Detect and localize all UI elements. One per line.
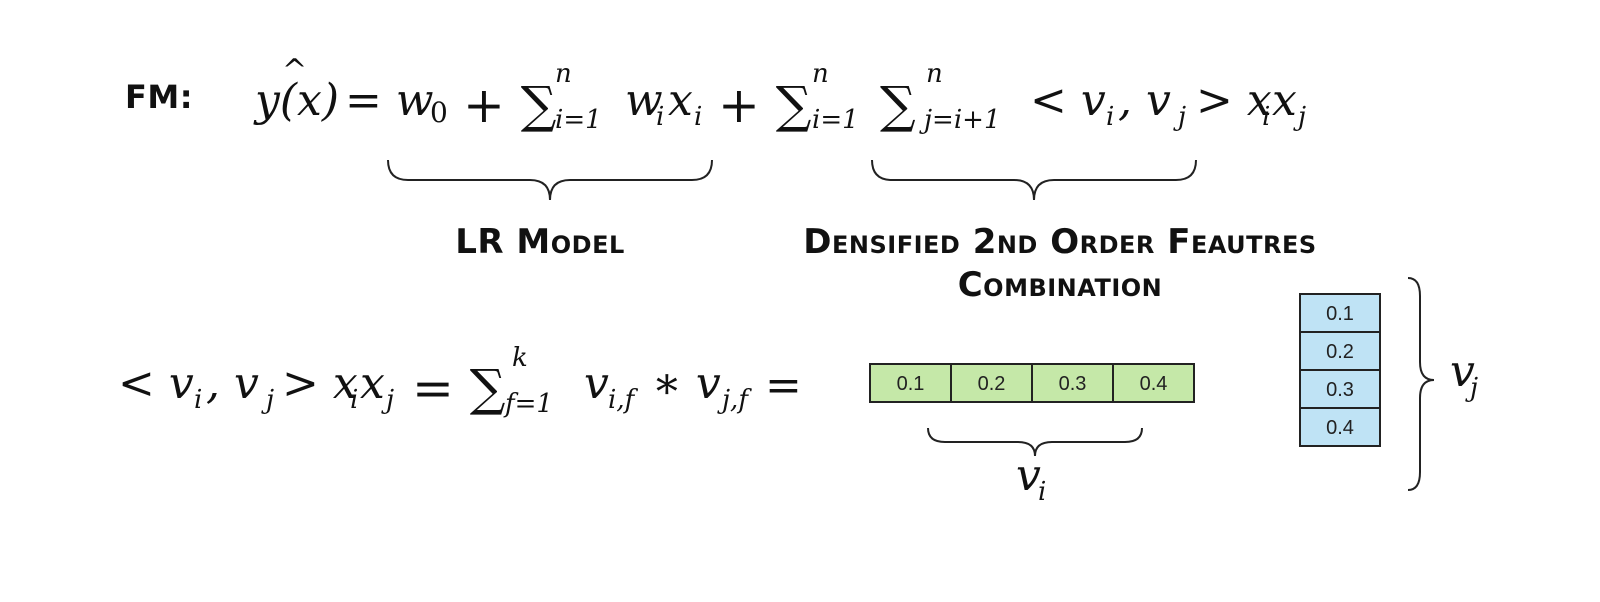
- plus-sum1: + ∑: [463, 76, 557, 134]
- ip-sum-sup: k: [512, 343, 528, 373]
- yhat: y(x): [253, 75, 339, 126]
- fm-label: FM:: [125, 78, 193, 116]
- vi-cell-value: 0.1: [897, 373, 925, 395]
- brace-densified-icon: [871, 159, 1197, 201]
- ip-open: < v: [118, 358, 194, 409]
- ip-eq2: =: [765, 360, 802, 411]
- term-x: x: [668, 75, 693, 126]
- ip-xi-sub: i: [350, 385, 358, 415]
- sum2-sup: n: [812, 59, 829, 89]
- vector-vj: 0.1 0.2 0.3 0.4: [1299, 293, 1381, 447]
- vj-cell-value: 0.2: [1326, 341, 1354, 363]
- vi-cell-value: 0.2: [978, 373, 1006, 395]
- vi-label: v: [1016, 450, 1041, 501]
- sum3-sub: j=i+1: [919, 105, 1001, 135]
- brace-vj-icon: [1407, 277, 1435, 491]
- brace-lr-icon: [387, 159, 713, 201]
- brace-vi-icon: [927, 427, 1143, 457]
- ip-eq-sum: = ∑: [412, 359, 506, 417]
- ip-comma: , v: [206, 358, 259, 409]
- vi-cell: [950, 363, 1033, 403]
- term-x-sub: i: [694, 102, 702, 132]
- inner-comma: , v: [1118, 75, 1171, 126]
- fm-formula: ^ y(x) = w 0 + ∑ n i=1 w i x i + ∑ n i=1…: [253, 53, 1306, 135]
- vi-label-sub: i: [1038, 477, 1046, 507]
- ip-v1: v: [584, 358, 609, 409]
- ip-xj: x: [360, 358, 385, 409]
- plus-sum2: + ∑: [718, 76, 812, 134]
- lr-model-label: LR Model: [455, 222, 625, 262]
- vj-label: v: [1450, 346, 1475, 397]
- vi-cell: [1112, 363, 1195, 403]
- ip-sum-sub: f=1: [503, 389, 553, 419]
- vj-cell-value: 0.4: [1326, 417, 1354, 439]
- xi-sub: i: [1262, 102, 1270, 132]
- hat-icon: ^: [282, 53, 307, 88]
- inner-vj-sub: j: [1173, 102, 1186, 132]
- ip-v1-sub: i,f: [608, 385, 639, 415]
- sum3: ∑: [880, 76, 916, 134]
- vj-cell: [1299, 407, 1381, 447]
- inner-close: > x: [1196, 75, 1272, 126]
- vj-cell: [1299, 331, 1381, 371]
- eq-w: = w: [345, 75, 434, 126]
- vj-cell: [1299, 369, 1381, 409]
- inner-open: < v: [1030, 75, 1106, 126]
- vector-vi: 0.1 0.2 0.3 0.4: [869, 363, 1195, 403]
- inner-product-formula: < v i , v j > x i x j = ∑ k f=1 v i,f ∗ …: [118, 343, 802, 419]
- densified-label-line2: Combination: [958, 265, 1163, 305]
- ip-close: > x: [282, 358, 358, 409]
- term-w: w: [625, 75, 663, 126]
- ip-star: ∗ v: [652, 358, 721, 409]
- sum1-sup: n: [555, 59, 572, 89]
- densified-label-line1: Densified 2nd Order Feautres: [803, 222, 1316, 262]
- sum2-sub: i=1: [812, 105, 859, 135]
- vi-cell-value: 0.4: [1140, 373, 1168, 395]
- ip-vj-sub: j: [261, 385, 274, 415]
- w-sub: 0: [430, 96, 448, 129]
- vi-cell-value: 0.3: [1059, 373, 1087, 395]
- term-w-sub: i: [656, 102, 664, 132]
- ip-vi-sub: i: [194, 385, 202, 415]
- sum1-sub: i=1: [555, 105, 602, 135]
- sum3-sup: n: [926, 59, 943, 89]
- vj-cell-value: 0.1: [1326, 303, 1354, 325]
- ip-v2-sub: j,f: [717, 385, 752, 415]
- vj-cell-value: 0.3: [1326, 379, 1354, 401]
- inner-vi-sub: i: [1106, 102, 1114, 132]
- xj: x: [1272, 75, 1297, 126]
